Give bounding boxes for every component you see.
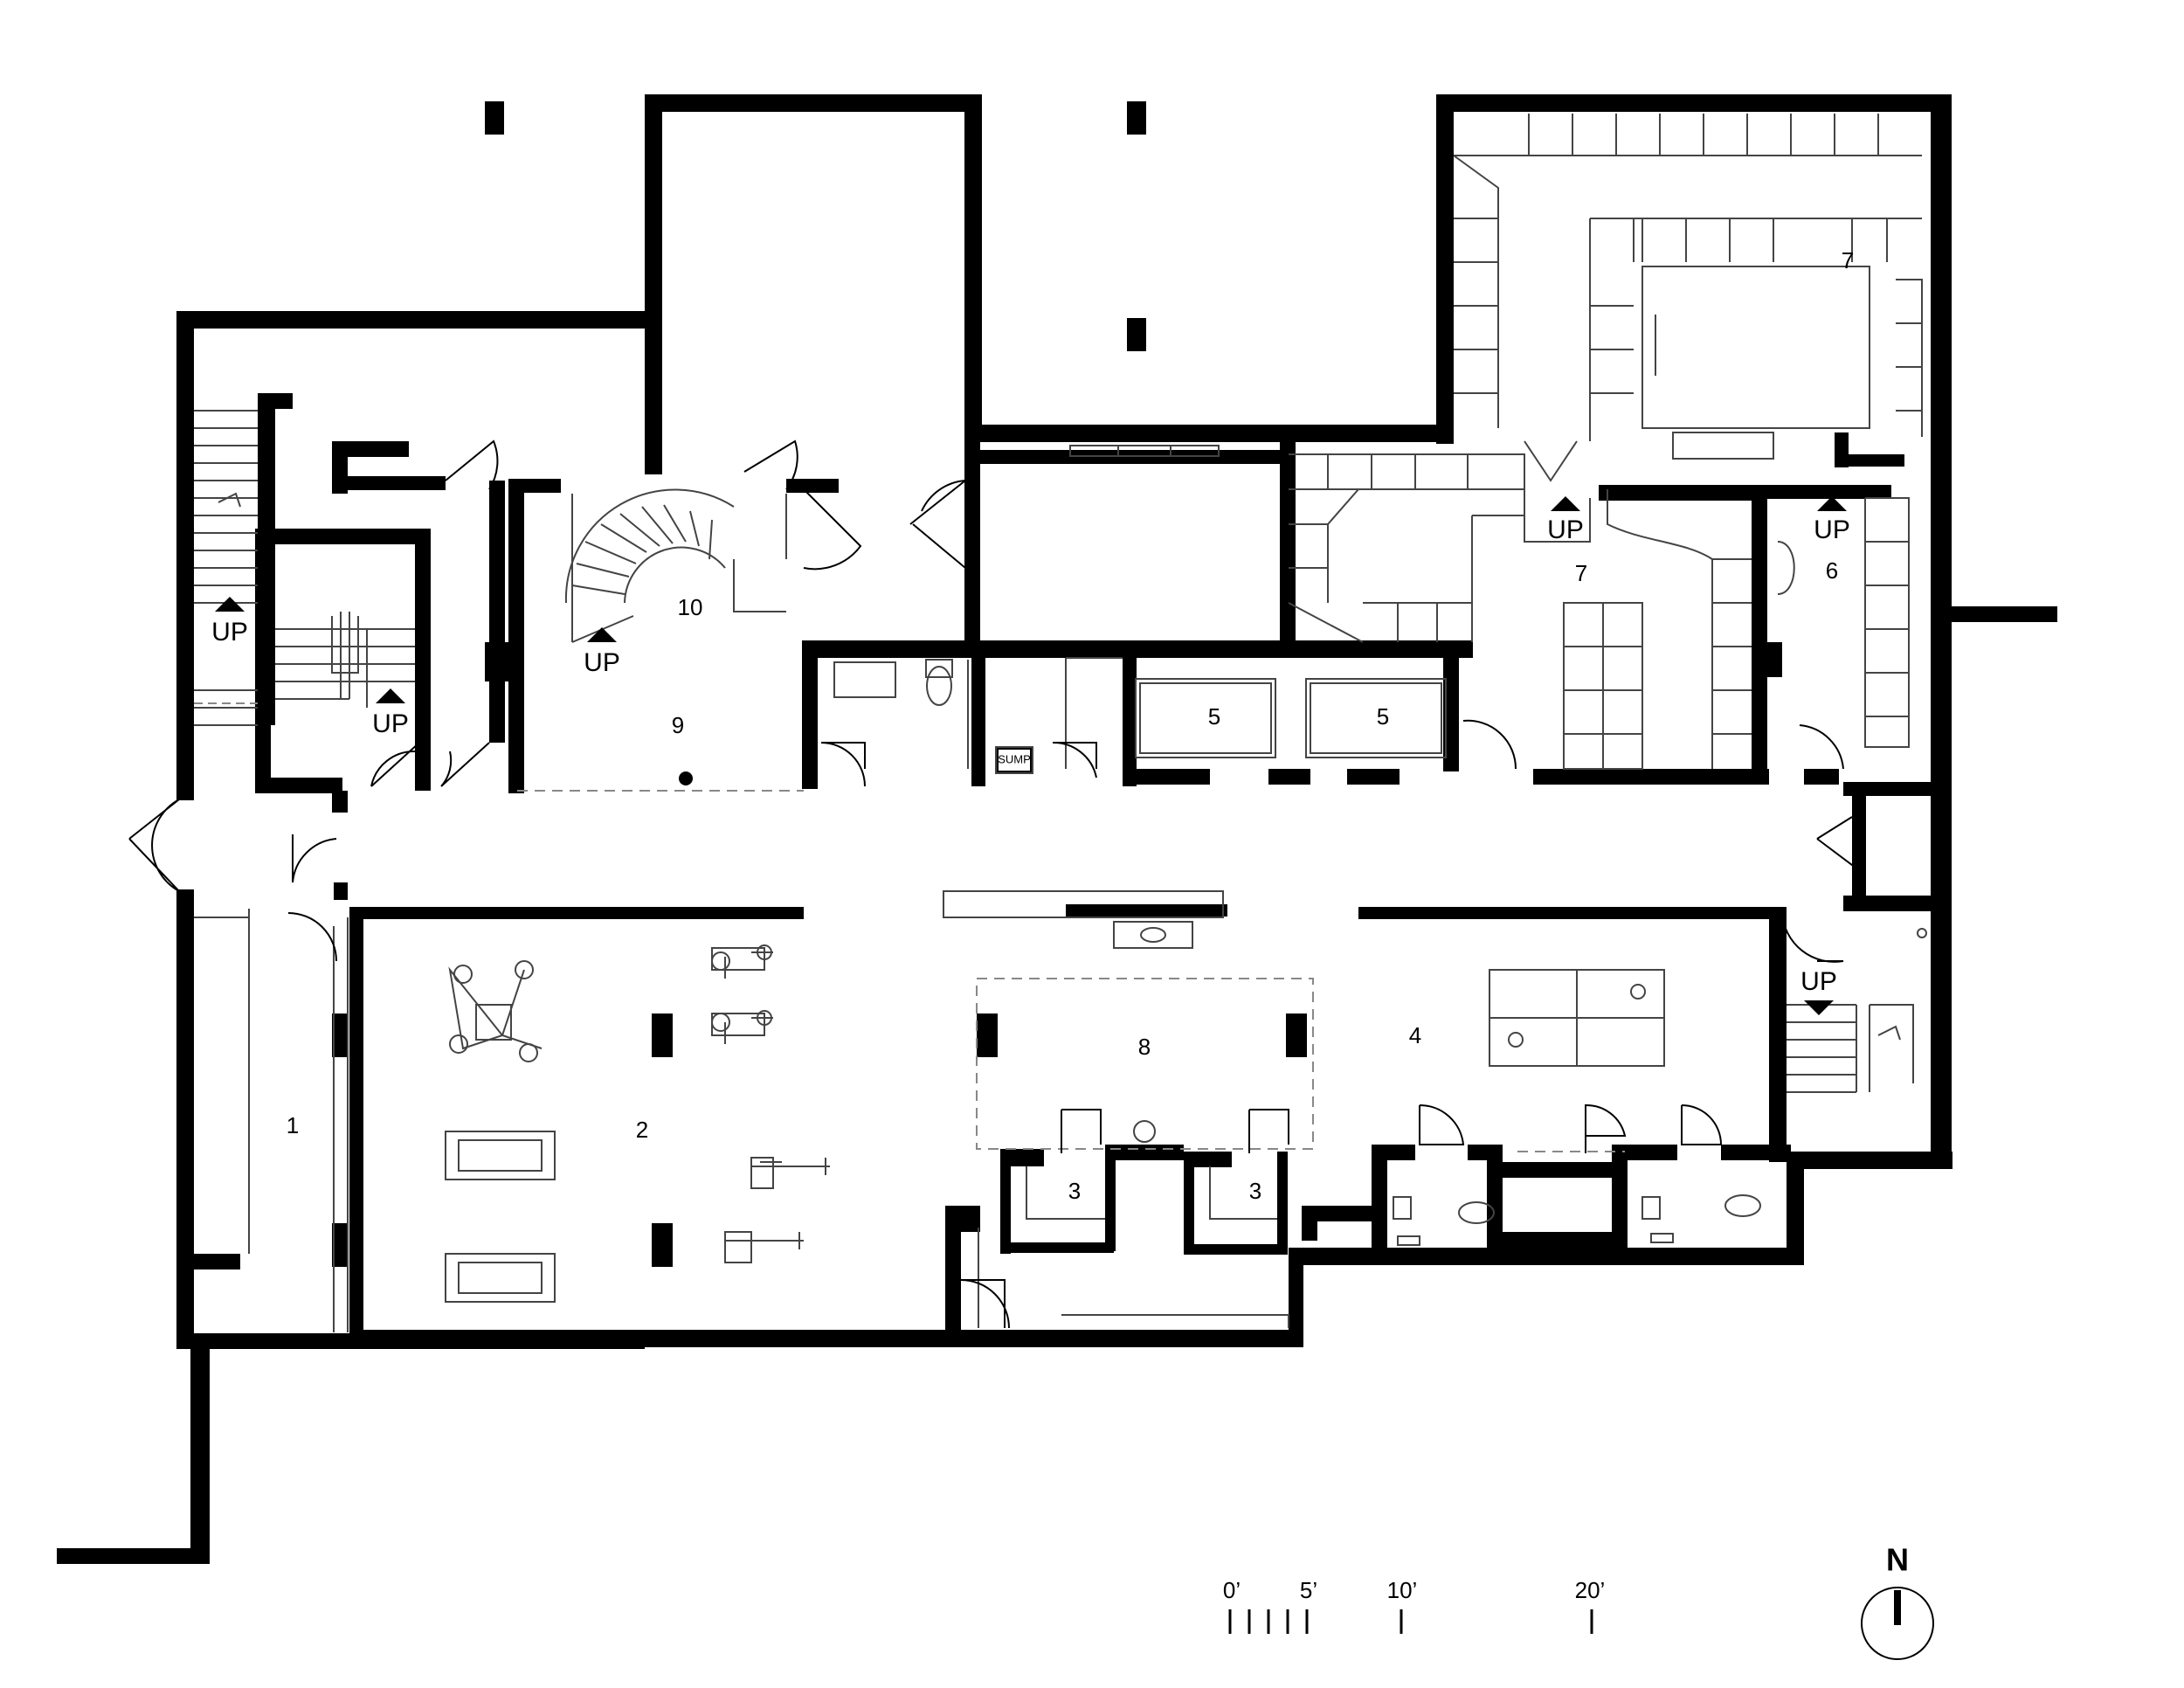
sump-label: SUMP xyxy=(998,752,1031,765)
room-6-label: 6 xyxy=(1826,557,1838,584)
room-7-label: 7 xyxy=(1575,560,1587,586)
stair-up-label-hall7: UP xyxy=(1547,515,1584,544)
scale-bar: 0’ 5’ 10’ 20’ xyxy=(1223,1577,1605,1634)
room-7-small-label: 7 xyxy=(1842,247,1854,273)
north-arrow: N xyxy=(1861,1542,1934,1660)
exercise-bikes xyxy=(711,944,773,1044)
room-9-label: 9 xyxy=(672,712,684,738)
floor-drain-marker xyxy=(679,771,693,785)
scale-label-5: 5’ xyxy=(1300,1577,1317,1603)
room-2-label: 2 xyxy=(636,1117,648,1143)
rowing-machines xyxy=(724,1157,830,1263)
room-10-label: 10 xyxy=(678,594,703,620)
scale-label-0: 0’ xyxy=(1223,1577,1241,1603)
room-8-label: 8 xyxy=(1138,1034,1151,1060)
ping-pong-table xyxy=(1489,969,1665,1067)
room-1-label: 1 xyxy=(287,1112,299,1138)
doors xyxy=(128,439,1863,1329)
room-3a-label: 3 xyxy=(1068,1178,1081,1204)
north-label: N xyxy=(1886,1542,1909,1578)
thin-lines xyxy=(194,114,1927,1332)
scale-label-20: 20’ xyxy=(1575,1577,1606,1603)
stair-up-label-room6: UP xyxy=(1814,515,1850,544)
stair-up-label-1: UP xyxy=(211,618,248,647)
room-3b-label: 3 xyxy=(1249,1178,1261,1204)
elliptical-machine xyxy=(448,960,543,1062)
stair-up-label-2: UP xyxy=(372,709,409,738)
treadmills xyxy=(445,1131,556,1303)
walls xyxy=(57,94,2057,1564)
stair-up-label-spiral: UP xyxy=(584,648,620,677)
sump-pit: SUMP xyxy=(997,748,1032,772)
room-4-label: 4 xyxy=(1409,1022,1421,1048)
scale-label-10: 10’ xyxy=(1387,1577,1418,1603)
stair-arrows xyxy=(215,496,1847,1015)
stair-up-label-east: UP xyxy=(1800,967,1837,996)
room-5a-label: 5 xyxy=(1208,703,1220,730)
room-5b-label: 5 xyxy=(1377,703,1389,730)
